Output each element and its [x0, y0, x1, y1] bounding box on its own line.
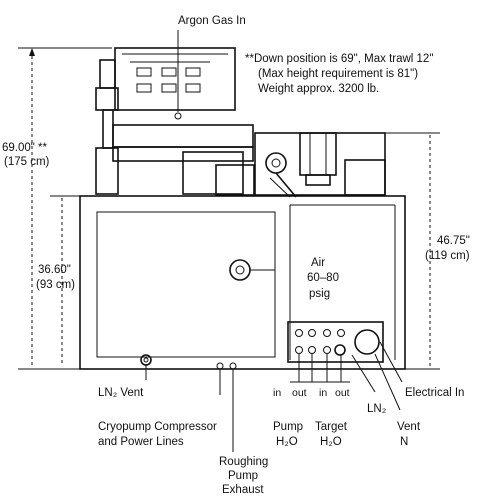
- pump-h2o-label-2: H₂O: [276, 436, 298, 448]
- roughing-label-3: Exhaust: [222, 484, 264, 496]
- base-height-cm-label: (93 cm): [36, 279, 75, 291]
- note-line-3: Weight approx. 3200 lb.: [258, 83, 379, 95]
- vent-label-2: N: [400, 436, 408, 448]
- overall-height-label: 69.00" **: [2, 142, 48, 154]
- roughing-label-2: Pump: [228, 470, 258, 482]
- overall-height-cm-label: (175 cm): [4, 156, 50, 168]
- air-label-1: Air: [311, 257, 325, 269]
- roughing-label-1: Roughing: [219, 456, 268, 468]
- note-line-2: (Max height requirement is 81"): [258, 68, 418, 80]
- side-column: [95, 59, 119, 195]
- top-cabinet: [114, 30, 236, 120]
- pump-in-label: in: [273, 387, 281, 399]
- cryopump-label-2: and Power Lines: [98, 436, 184, 448]
- target-h2o-label-1: Target: [315, 421, 348, 433]
- pump-out-label: out: [292, 387, 307, 399]
- vent-label-1: Vent: [397, 421, 421, 433]
- pump-h2o-label-1: Pump: [273, 421, 303, 433]
- target-h2o-label-2: H₂O: [320, 436, 342, 448]
- middle-frame: [112, 124, 255, 196]
- base-height-label: 36.60": [38, 264, 71, 276]
- right-height-cm-label: (119 cm): [425, 250, 470, 262]
- air-label-3: psig: [309, 288, 330, 300]
- ln2-vent-label: LN₂ Vent: [98, 387, 144, 399]
- electrical-in-label: Electrical In: [405, 387, 464, 399]
- target-in-label: in: [319, 387, 327, 399]
- target-out-label: out: [335, 387, 350, 399]
- base-cabinet: [79, 195, 406, 370]
- air-label-2: 60–80: [307, 272, 339, 284]
- callout-leaders: [145, 341, 403, 452]
- note-line-1: **Down position is 69", Max trawl 12": [245, 53, 433, 65]
- ln2-label: LN₂: [367, 403, 386, 415]
- dimension-lines: [18, 47, 440, 370]
- argon-gas-label: Argon Gas In: [178, 15, 246, 27]
- target-assembly: [254, 132, 386, 198]
- cryopump-label-1: Cryopump Compressor: [98, 421, 217, 433]
- right-height-label: 46.75": [437, 235, 470, 247]
